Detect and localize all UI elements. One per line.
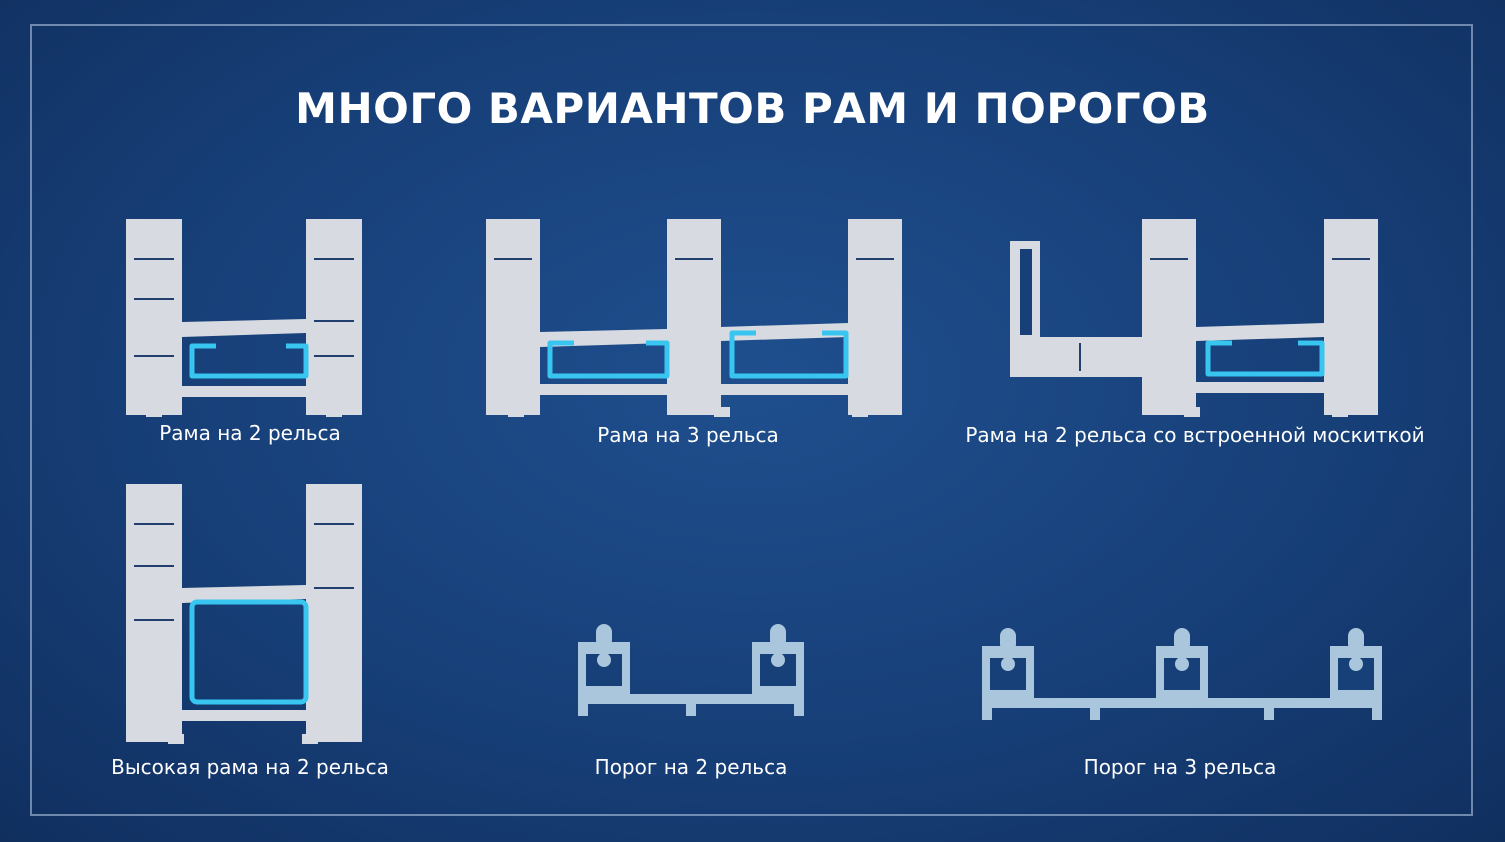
caption-frame-2-rails-mosquito: Рама на 2 рельса со встроенной москиткой	[965, 423, 1425, 447]
caption-threshold-2-rails: Порог на 2 рельса	[594, 755, 788, 779]
caption-threshold-3-rails: Порог на 3 рельса	[1083, 755, 1277, 779]
slide-border	[30, 24, 1473, 816]
slide-title: МНОГО ВАРИАНТОВ РАМ И ПОРОГОВ	[295, 84, 1210, 133]
caption-frame-3-rails: Рама на 3 рельса	[597, 423, 779, 447]
caption-frame-2-rails: Рама на 2 рельса	[159, 421, 341, 445]
profile-threshold-3-rails	[982, 628, 1382, 720]
profile-threshold-2-rails	[578, 624, 804, 716]
profile-frame-2-rails	[126, 219, 362, 417]
profile-frame-2-rails-mosquito	[1010, 219, 1378, 417]
caption-tall-frame-2-rails: Высокая рама на 2 рельса	[111, 755, 389, 779]
profile-tall-frame-2-rails	[126, 484, 362, 744]
profile-frame-3-rails	[486, 219, 902, 417]
